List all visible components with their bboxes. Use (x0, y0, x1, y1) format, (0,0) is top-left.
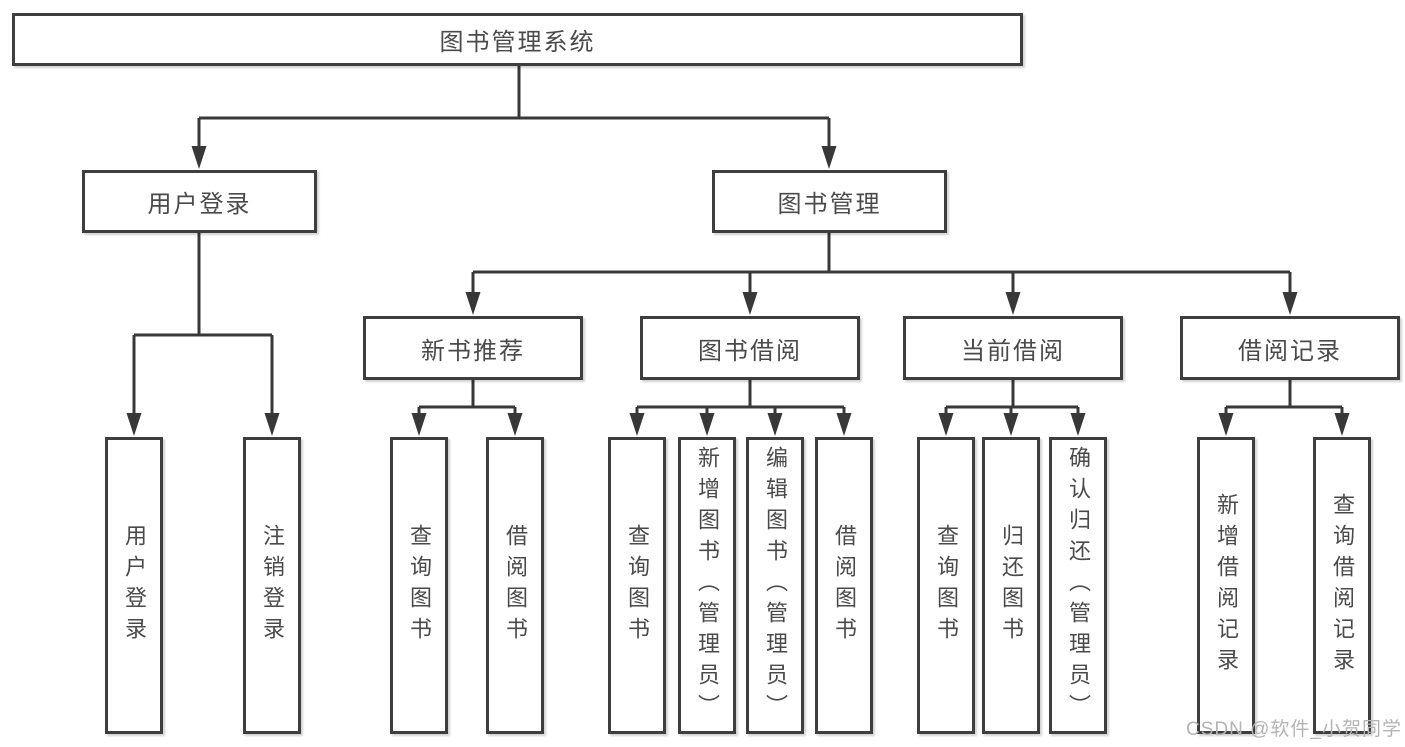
leaf-nb-borrow-books: 借阅图书 (486, 437, 544, 734)
leaf-bb-query-books: 查询图书 (608, 437, 666, 734)
node-book-mgmt: 图书管理 (712, 170, 947, 233)
node-current-borrow-label: 当前借阅 (961, 337, 1065, 365)
leaf-bb-add-books-admin: 新增图书（管理员） (678, 437, 736, 734)
node-book-mgmt-label: 图书管理 (777, 191, 882, 218)
leaf-user-login-label: 用户登录 (122, 523, 147, 648)
node-user-login: 用户登录 (82, 170, 317, 233)
leaf-bb-edit-books-admin: 编辑图书（管理员） (746, 437, 804, 734)
leaf-cb-confirm-return-admin: 确认归还（管理员） (1049, 437, 1107, 734)
node-book-borrow-label: 图书借阅 (698, 337, 802, 365)
leaf-bb-add-books-admin-label: 新增图书（管理员） (695, 446, 720, 725)
connector-book-mgmt-children (465, 233, 1298, 315)
leaf-cb-return-books-label: 归还图书 (999, 523, 1024, 648)
node-root-label: 图书管理系统 (439, 29, 596, 56)
connector-borrow-records-children (1218, 380, 1350, 436)
leaf-bb-edit-books-admin-label: 编辑图书（管理员） (763, 446, 788, 725)
leaf-bb-query-books-label: 查询图书 (625, 523, 650, 648)
leaf-logout: 注销登录 (243, 437, 301, 734)
leaf-nb-query-books-label: 查询图书 (407, 523, 432, 648)
leaf-nb-borrow-books-label: 借阅图书 (503, 523, 528, 648)
node-new-book-rec: 新书推荐 (363, 316, 583, 380)
connector-new-book-rec-children (411, 380, 523, 436)
leaf-bb-borrow-books-label: 借阅图书 (832, 523, 857, 648)
connector-user-login-children (126, 233, 280, 436)
connector-current-borrow-children (938, 380, 1086, 436)
leaf-cb-query-books-label: 查询图书 (934, 523, 959, 648)
leaf-bb-borrow-books: 借阅图书 (815, 437, 873, 734)
node-borrow-records-label: 借阅记录 (1238, 337, 1342, 365)
leaf-br-query-record: 查询借阅记录 (1313, 437, 1371, 734)
leaf-cb-query-books: 查询图书 (917, 437, 975, 734)
node-root: 图书管理系统 (12, 13, 1023, 66)
leaf-cb-confirm-return-admin-label: 确认归还（管理员） (1066, 446, 1091, 725)
csdn-watermark: CSDN @软件_小贺同学 (1186, 719, 1402, 740)
leaf-br-add-record-label: 新增借阅记录 (1214, 492, 1239, 679)
leaf-user-login: 用户登录 (105, 437, 163, 734)
node-new-book-rec-label: 新书推荐 (421, 337, 525, 365)
leaf-nb-query-books: 查询图书 (390, 437, 448, 734)
node-book-borrow: 图书借阅 (640, 316, 860, 380)
leaf-logout-label: 注销登录 (260, 523, 285, 648)
node-user-login-label: 用户登录 (147, 191, 252, 218)
leaf-br-query-record-label: 查询借阅记录 (1330, 492, 1355, 679)
node-current-borrow: 当前借阅 (903, 316, 1123, 380)
leaf-cb-return-books: 归还图书 (982, 437, 1040, 734)
connector-root-to-level2 (191, 66, 837, 169)
node-borrow-records: 借阅记录 (1180, 316, 1400, 380)
connector-book-borrow-children (629, 380, 852, 436)
leaf-br-add-record: 新增借阅记录 (1197, 437, 1255, 734)
